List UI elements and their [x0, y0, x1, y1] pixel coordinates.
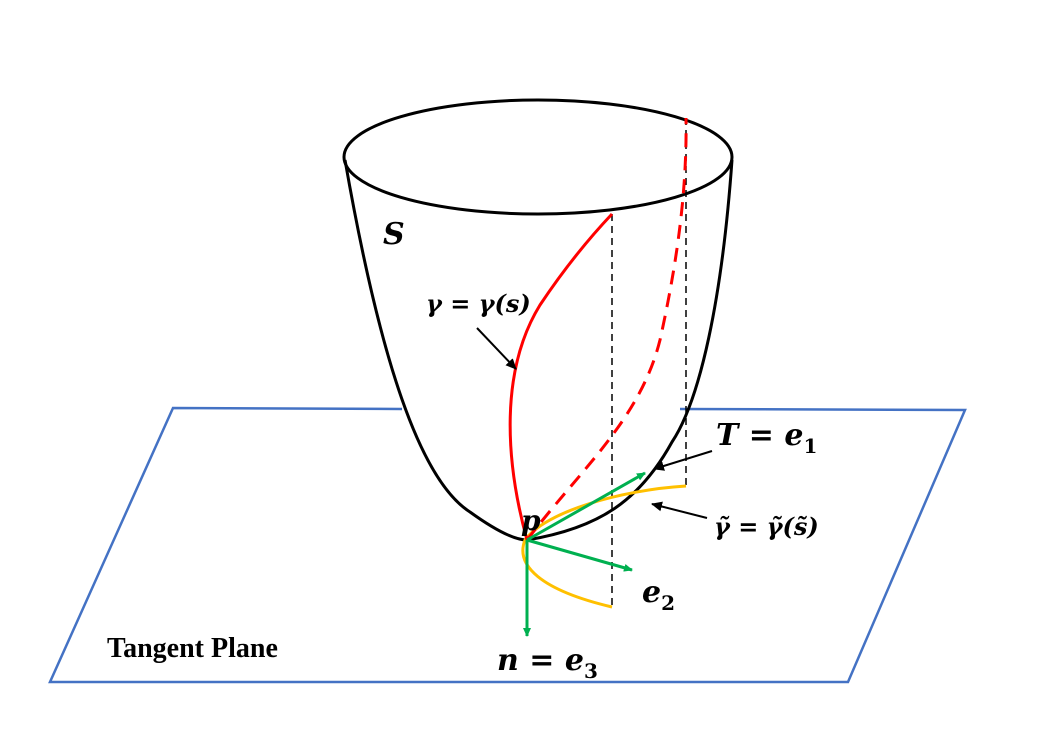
- frame-vectors: [523, 471, 646, 637]
- projected-curve: [521, 484, 687, 609]
- surface-label: S: [383, 217, 405, 252]
- surface-curve-dashed: [525, 117, 688, 541]
- normal-vector-e2: [526, 538, 633, 572]
- surface-normal-label: n = e3: [497, 643, 598, 683]
- tangent-label: T = e1: [716, 418, 817, 458]
- paraboloid-surface: [342, 98, 734, 542]
- surface-normal-label-main: n = e: [497, 643, 584, 678]
- annotation-arrows: [476, 327, 713, 519]
- point-label: p: [521, 504, 541, 537]
- projection-guides: [611, 118, 687, 607]
- surface-left-profile: [343, 159, 528, 542]
- projected-curve-label: γ̃ = γ̃(s̃): [714, 512, 819, 541]
- tangent-plane: [48, 406, 967, 684]
- e2-label: e2: [642, 575, 675, 615]
- e2-label-subscript: 2: [661, 591, 675, 615]
- curve-label: γ = γ(s): [426, 289, 531, 318]
- curve-label-arrow: [476, 327, 517, 370]
- tangent-label-main: T = e: [716, 418, 803, 453]
- tangent-label-subscript: 1: [803, 434, 817, 458]
- tangent-label-arrow: [653, 450, 713, 471]
- surface-rim: [342, 98, 734, 216]
- e2-label-main: e: [642, 575, 661, 610]
- tangent-vector-e1: [526, 471, 646, 542]
- projected-curve-label-arrow: [651, 501, 708, 519]
- tangent-plane-label: Tangent Plane: [107, 633, 278, 664]
- surface-curve-gamma: [508, 212, 614, 541]
- tangent-plane-edges: [48, 406, 967, 684]
- surface-right-profile: [526, 159, 734, 542]
- surface-normal-label-subscript: 3: [584, 659, 598, 683]
